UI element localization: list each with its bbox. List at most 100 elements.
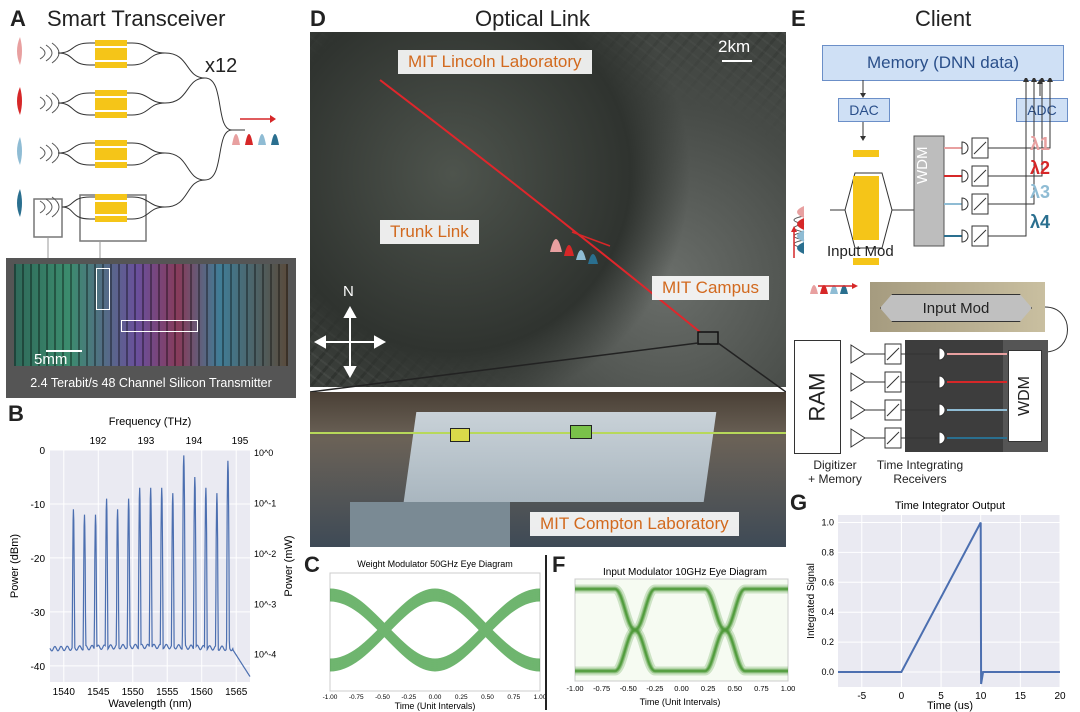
g-ytick: 0.2 — [821, 637, 834, 647]
c-eye-trace — [329, 598, 541, 672]
integrator-series-line — [838, 522, 1060, 685]
e-integrator-ramp — [973, 169, 987, 183]
e-buffer — [850, 400, 866, 420]
b-righttick: 10^0 — [254, 448, 273, 458]
b-righttick: 10^-4 — [254, 650, 276, 660]
c-xtick: -0.25 — [401, 694, 416, 701]
b-ytick: 0 — [39, 446, 45, 457]
e-photodiode — [961, 169, 969, 183]
e-adc-line — [988, 78, 1051, 149]
lambda-4-label: λ4 — [1030, 212, 1051, 232]
b-xlabel: Wavelength (nm) — [108, 698, 191, 710]
panel-g-letter: G — [790, 490, 808, 515]
f-xtick: -0.75 — [593, 684, 610, 693]
g-ytick: 1.0 — [821, 517, 834, 527]
panel-e-title: Client — [915, 6, 972, 31]
transmitter-chip-photo: 5mm 2.4 Terabit/s 48 Channel Silicon Tra… — [6, 258, 296, 398]
g-xtick: 15 — [1015, 691, 1027, 702]
lambda-3-label: λ3 — [1030, 182, 1051, 202]
e-photodiode — [961, 229, 969, 243]
e-photodiode — [938, 403, 946, 417]
panel-f-letter: F — [552, 552, 566, 577]
e-photodiode — [938, 347, 946, 361]
mit-campus-label: MIT Campus — [652, 276, 769, 300]
e-photodiode — [961, 141, 969, 155]
c-eye-trace — [329, 588, 541, 662]
c-xtick: -0.50 — [375, 694, 390, 701]
c-xtick: 0.50 — [481, 694, 494, 701]
c-xtick: -0.75 — [349, 694, 364, 701]
trunk-link-label: Trunk Link — [380, 220, 479, 244]
b-ytick: -30 — [31, 608, 46, 619]
compass-icon — [313, 305, 387, 379]
memory-box: Memory (DNN data) — [822, 45, 1064, 81]
dac-box: DAC — [838, 98, 890, 122]
c-eye-trace — [329, 590, 541, 664]
b-ylabel: Power (dBm) — [9, 534, 21, 598]
panel-d-letter: D — [310, 6, 326, 31]
c-eye-trace — [329, 592, 541, 666]
panel-e-letter: E — [791, 6, 806, 31]
c-xtick: 0.00 — [429, 694, 442, 701]
g-xtick: 5 — [938, 691, 944, 702]
g-xtick: 0 — [899, 691, 905, 702]
modulator-row-2 — [17, 87, 166, 118]
g-ylabel: Integrated Signal — [806, 563, 817, 639]
f-xtick: 0.25 — [701, 684, 716, 693]
e-adc-arrow — [1039, 78, 1045, 82]
g-xtick: 20 — [1054, 691, 1066, 702]
b-ytick: -20 — [31, 554, 46, 565]
f-xtick: 0.00 — [674, 684, 689, 693]
b-toptick: 193 — [138, 436, 155, 447]
weight-eye-diagram: Weight Modulator 50GHz Eye Diagram -1.00… — [323, 559, 545, 711]
f-xtick: 0.50 — [727, 684, 742, 693]
g-title: Time Integrator Output — [895, 500, 1005, 512]
b-xtick: 1565 — [225, 687, 248, 698]
e-adc-arrow — [1047, 78, 1053, 82]
spectrum-series-line — [49, 455, 251, 677]
f-xtick: 0.75 — [754, 684, 769, 693]
e-adc-arrow — [1031, 78, 1037, 82]
receivers-label: Time Integrating Receivers — [876, 458, 964, 486]
e-buffer — [850, 372, 866, 392]
modulator-row-3 — [17, 137, 166, 168]
c-eye-trace — [329, 594, 541, 668]
g-xtick: -5 — [857, 691, 866, 702]
lambda-2-label: λ2 — [1030, 158, 1051, 178]
b-ytick: -10 — [31, 500, 46, 511]
b-toptick: 195 — [232, 436, 249, 447]
c-eye-trace — [329, 598, 541, 672]
e-integrator-ramp — [886, 431, 900, 445]
modulator-row-1 — [17, 37, 166, 68]
divider — [545, 555, 547, 710]
map-scale-label: 2km — [718, 37, 751, 56]
b-toptick: 192 — [90, 436, 107, 447]
b-ytick: -40 — [31, 662, 46, 673]
panel-d-title: Optical Link — [475, 6, 590, 31]
e-buffer — [850, 344, 866, 364]
panel-a-letter: A — [10, 6, 26, 31]
g-ytick: 0.0 — [821, 667, 834, 677]
compass-north-label: N — [343, 283, 354, 300]
c-xtick: -1.00 — [323, 694, 338, 701]
g-xlabel: Time (us) — [927, 700, 973, 712]
panel-b-letter: B — [8, 401, 24, 426]
e-buffer — [850, 428, 866, 448]
chip-caption: 2.4 Terabit/s 48 Channel Silicon Transmi… — [30, 376, 272, 390]
b-righttick: 10^-1 — [254, 498, 276, 508]
e-adc-arrow — [1023, 78, 1029, 82]
e-adc-line — [988, 78, 1035, 205]
f-xtick: -1.00 — [566, 684, 583, 693]
c-xtick: 0.75 — [507, 694, 520, 701]
link-pulses-icon — [550, 231, 611, 264]
b-right-label: Power (mW) — [283, 535, 295, 596]
compton-lab-label: MIT Compton Laboratory — [530, 512, 739, 536]
output-pulses-icon — [232, 115, 279, 145]
b-toptick: 194 — [186, 436, 203, 447]
e-integrator-ramp — [886, 403, 900, 417]
wdm2-box: WDM — [1008, 350, 1042, 442]
e-photodiode — [938, 375, 946, 389]
modulator-row-4 — [17, 189, 166, 242]
